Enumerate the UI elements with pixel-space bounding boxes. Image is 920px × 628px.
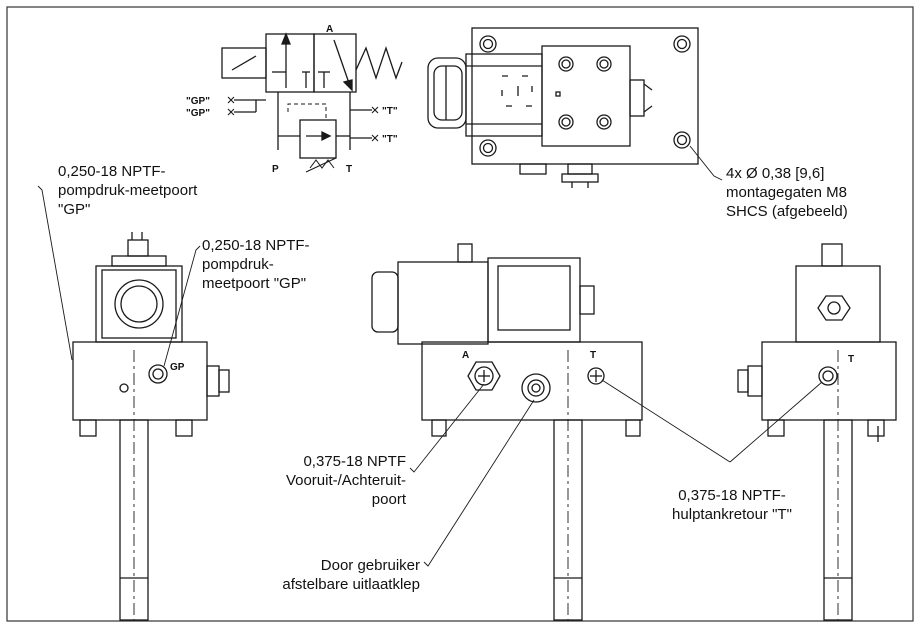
schematic-gp-2: "GP": [186, 108, 210, 119]
port-a-hex: [467, 361, 501, 391]
callout-gp-center: 0,250-18 NPTF- pompdruk- meetpoort "GP": [202, 237, 310, 292]
schematic-t-1: "T": [382, 106, 398, 117]
schematic-t-2: "T": [382, 134, 398, 145]
callout-forward-reverse-port: 0,375-18 NPTF Vooruit-/Achteruit- poort: [285, 453, 406, 508]
drawing-frame: [6, 6, 914, 622]
schematic-port-t: T: [346, 164, 352, 175]
callout-relief-valve: Door gebruiker afstelbare uitlaatklep: [282, 557, 420, 593]
body-label-gp: GP: [170, 362, 185, 373]
body-label-t-center: T: [590, 350, 596, 361]
manifold-left: [72, 341, 208, 421]
callout-mounting-holes: 4x Ø 0,38 [9,6] montagegaten M8 SHCS (af…: [726, 165, 848, 220]
port-t-fitting: [587, 367, 605, 385]
valve-envelope-right: [313, 33, 357, 93]
body-label-a: A: [462, 350, 469, 361]
schematic-port-a: A: [326, 24, 333, 35]
valve-top: [541, 45, 631, 147]
body-label-t-right: T: [848, 354, 854, 365]
relief-valve-symbol: [299, 119, 337, 159]
manifold-top: [471, 27, 699, 165]
center-front-view: [371, 243, 643, 621]
manifold-center: [421, 341, 643, 421]
callout-tank-return: 0,375-18 NPTF- hulptankretour "T": [672, 487, 792, 523]
hydraulic-schematic: [221, 32, 403, 173]
relief-valve-fitting: [521, 373, 551, 403]
leader-lines: [37, 145, 823, 567]
callout-gp-left: 0,250-18 NPTF- pompdruk-meetpoort "GP": [58, 163, 198, 218]
spring-symbol: [355, 45, 403, 81]
schematic-port-p: P: [272, 164, 279, 175]
schematic-gp-1: "GP": [186, 96, 210, 107]
left-side-view: [72, 232, 230, 621]
top-view: [427, 27, 699, 188]
right-side-view: [737, 243, 897, 621]
